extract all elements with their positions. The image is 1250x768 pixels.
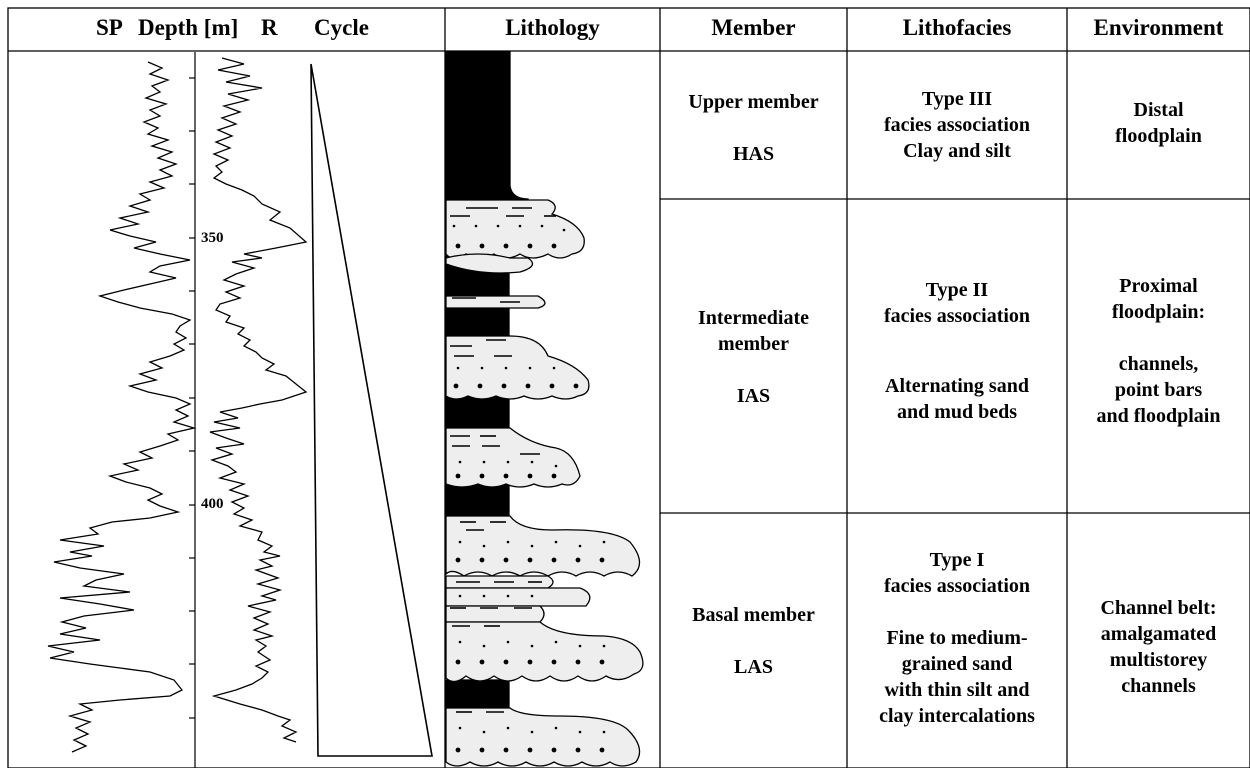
lithofacies-upper: Type III facies association Clay and sil… bbox=[847, 86, 1067, 164]
lithofacies-intermediate-line-2: facies association bbox=[883, 305, 1031, 327]
table-grid bbox=[7, 7, 1250, 768]
member-basal: Basal member LAS bbox=[660, 602, 847, 680]
sand-body-5 bbox=[445, 427, 581, 488]
member-basal-line-3: LAS bbox=[734, 656, 773, 678]
sand-dots bbox=[452, 224, 606, 753]
environment-basal-line-3: multistorey bbox=[1109, 649, 1208, 671]
header-sp: SP bbox=[96, 15, 123, 40]
member-upper: Upper member HAS bbox=[660, 89, 847, 167]
header-cycle: Cycle bbox=[314, 15, 369, 40]
environment-basal-line-4: channels bbox=[1121, 675, 1196, 697]
lithofacies-upper-line-3: Clay and silt bbox=[903, 140, 1011, 162]
environment-intermediate-line-2: floodplain: bbox=[1111, 301, 1206, 323]
cycle-triangle bbox=[310, 63, 433, 757]
lithofacies-basal-line-7: clay intercalations bbox=[879, 705, 1035, 727]
lithofacies-basal-line-5: grained sand bbox=[901, 653, 1013, 675]
environment-intermediate-line-6: and floodplain bbox=[1096, 405, 1221, 427]
member-upper-line-3: HAS bbox=[732, 143, 775, 165]
environment-upper-line-2: floodplain bbox=[1115, 125, 1202, 147]
silt-dashes bbox=[450, 207, 556, 713]
depth-label-400: 400 bbox=[201, 496, 224, 512]
sand-body-10 bbox=[445, 621, 644, 683]
sand-body-4 bbox=[445, 335, 590, 400]
lithofacies-basal-line-4: Fine to medium- bbox=[886, 627, 1028, 649]
sand-body-3 bbox=[445, 295, 546, 309]
sand-bodies bbox=[445, 199, 644, 767]
member-basal-line-1: Basal member bbox=[692, 604, 815, 626]
lithofacies-intermediate-line-1: Type II bbox=[925, 279, 989, 301]
member-intermediate: Intermediate member IAS bbox=[660, 305, 847, 409]
lithofacies-basal-line-1: Type I bbox=[929, 549, 985, 571]
lithofacies-upper-line-2: facies association bbox=[883, 114, 1031, 136]
environment-basal-line-2: amalgamated bbox=[1100, 623, 1217, 645]
lithofacies-basal: Type I facies association Fine to medium… bbox=[847, 547, 1067, 729]
environment-upper-line-1: Distal bbox=[1133, 99, 1184, 121]
depth-axis bbox=[189, 52, 196, 768]
lithofacies-basal-line-2: facies association bbox=[883, 575, 1031, 597]
environment-basal: Channel belt: amalgamated multistorey ch… bbox=[1067, 595, 1250, 699]
lithology-column bbox=[445, 51, 644, 767]
resistivity-log-curve bbox=[209, 57, 308, 743]
lithofacies-basal-line-6: with thin silt and bbox=[884, 679, 1030, 701]
header-member: Member bbox=[711, 15, 796, 40]
sand-body-8 bbox=[445, 587, 591, 607]
environment-intermediate-line-1: Proximal bbox=[1119, 275, 1198, 297]
header-lithology: Lithology bbox=[505, 15, 600, 40]
depth-label-350: 350 bbox=[201, 230, 224, 246]
sand-body-6 bbox=[445, 515, 641, 577]
header-lithofacies: Lithofacies bbox=[902, 15, 1012, 40]
environment-upper: Distal floodplain bbox=[1067, 97, 1250, 149]
environment-basal-line-1: Channel belt: bbox=[1100, 597, 1217, 619]
header-depth: Depth [m] bbox=[138, 15, 239, 40]
sp-log-curve bbox=[47, 61, 197, 753]
lithofacies-intermediate-line-5: Alternating sand bbox=[885, 375, 1029, 397]
environment-intermediate-line-5: point bars bbox=[1114, 379, 1203, 401]
sand-body-2 bbox=[445, 253, 534, 274]
header-r: R bbox=[261, 15, 278, 40]
lithofacies-upper-line-1: Type III bbox=[921, 88, 993, 110]
member-upper-line-1: Upper member bbox=[688, 91, 819, 113]
table-border bbox=[7, 7, 1250, 768]
header-environment: Environment bbox=[1093, 15, 1224, 40]
environment-intermediate-line-4: channels, bbox=[1118, 353, 1199, 375]
mud-interval-basal bbox=[445, 679, 510, 709]
lithofacies-intermediate-line-6: and mud beds bbox=[896, 401, 1018, 423]
member-intermediate-line-4: IAS bbox=[736, 385, 771, 407]
member-intermediate-line-1: Intermediate bbox=[697, 307, 810, 329]
sand-body-11 bbox=[445, 707, 641, 767]
lithofacies-intermediate: Type II facies association Alternating s… bbox=[847, 277, 1067, 425]
member-intermediate-line-2: member bbox=[717, 333, 790, 355]
environment-intermediate: Proximal floodplain: channels, point bar… bbox=[1067, 273, 1250, 429]
mud-beds bbox=[445, 51, 529, 204]
